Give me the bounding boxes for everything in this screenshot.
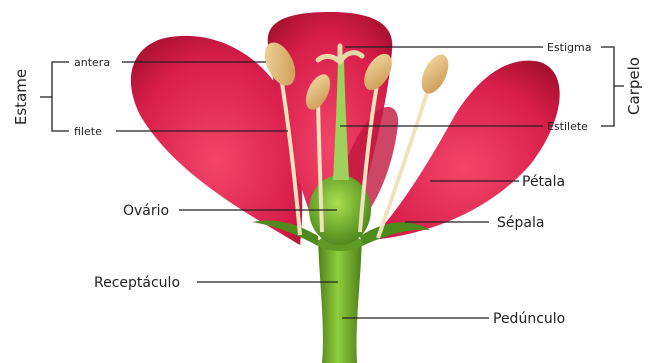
petal-right xyxy=(370,61,560,240)
label-carpelo: Carpelo xyxy=(625,57,643,115)
anther-4 xyxy=(416,50,454,97)
label-estigma: Estigma xyxy=(547,41,592,54)
label-ovario: Ovário xyxy=(123,203,169,219)
label-sepala: Sépala xyxy=(497,215,544,231)
label-estame: Estame xyxy=(12,69,30,125)
peduncle xyxy=(318,240,362,363)
label-filete: filete xyxy=(74,125,102,138)
label-petala: Pétala xyxy=(522,174,565,190)
label-antera: antera xyxy=(74,56,110,69)
label-estilete: Estilete xyxy=(547,120,588,133)
label-receptaculo: Receptáculo xyxy=(94,275,180,291)
label-pedunculo: Pedúnculo xyxy=(493,311,565,327)
